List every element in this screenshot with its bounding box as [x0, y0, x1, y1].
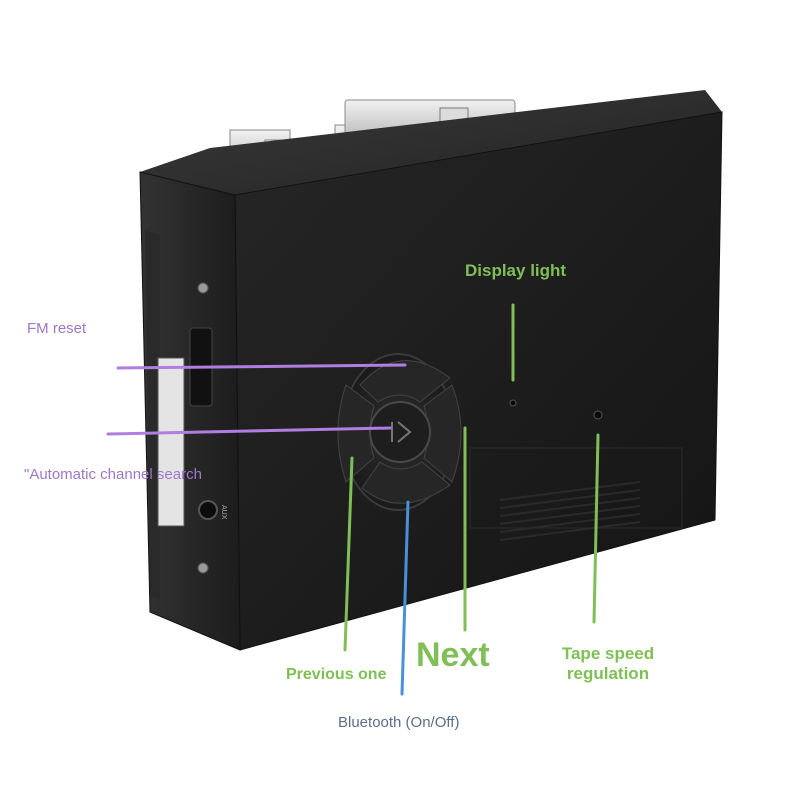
previous-line: [343, 456, 354, 652]
bluetooth-label: Bluetooth (On/Off): [338, 714, 460, 731]
cassette-window: [157, 357, 185, 527]
display-light-label: Display light: [465, 261, 567, 280]
bluetooth-line: [400, 500, 410, 696]
auto-search-line: [106, 426, 392, 436]
fm-reset-line: [116, 363, 407, 370]
play-pause-button: [369, 401, 431, 463]
screw-icon: [197, 282, 209, 294]
aux-jack: [198, 500, 218, 520]
display-light-led: [509, 399, 517, 407]
fm-reset-label: FM reset: [27, 320, 87, 337]
previous-button: [337, 384, 375, 483]
callout-lines: [106, 303, 600, 696]
play-pause-icon: [391, 421, 412, 443]
tape-speed-hole: [593, 410, 603, 420]
tape-speed-label: Tape speed regulation: [561, 644, 655, 683]
speaker-grille: [469, 447, 683, 541]
bluetooth-button: [361, 461, 451, 504]
tape-speed-line: [592, 433, 600, 624]
auto-search-label: "Automatic channel search: [24, 466, 202, 483]
cassette-player-body: [139, 90, 723, 651]
screw-icon: [197, 562, 209, 574]
aux-label: AUX: [220, 505, 227, 520]
next-label: Next: [416, 636, 490, 674]
control-pad: [337, 353, 462, 511]
previous-label: Previous one: [286, 666, 387, 683]
